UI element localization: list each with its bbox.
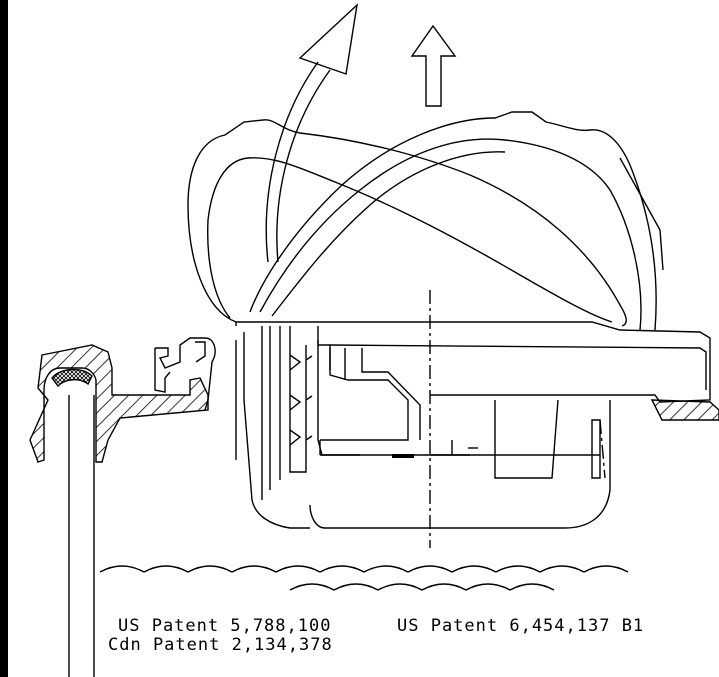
seal-mark (392, 454, 414, 458)
centerline (429, 290, 606, 548)
handle-loops (187, 111, 664, 331)
cap-body (235, 321, 711, 529)
water-waves (99, 565, 629, 591)
right-rim-hatched (650, 399, 719, 421)
us-patent-secondary: US Patent 6,454,137 B1 (397, 616, 645, 636)
curved-arrow-icon (265, 3, 359, 263)
bottle-neck (68, 395, 95, 677)
us-patent-primary: US Patent 5,788,100 (118, 616, 332, 636)
cap-legs (494, 399, 601, 479)
up-arrow-icon (410, 24, 457, 107)
cdn-patent: Cdn Patent 2,134,378 (108, 635, 333, 655)
gasket-seal (51, 368, 93, 388)
outer-rim-hatched (29, 344, 209, 463)
left-border-bar (0, 0, 8, 677)
ribbed-neck (235, 326, 313, 529)
hinge-clip (154, 337, 216, 411)
